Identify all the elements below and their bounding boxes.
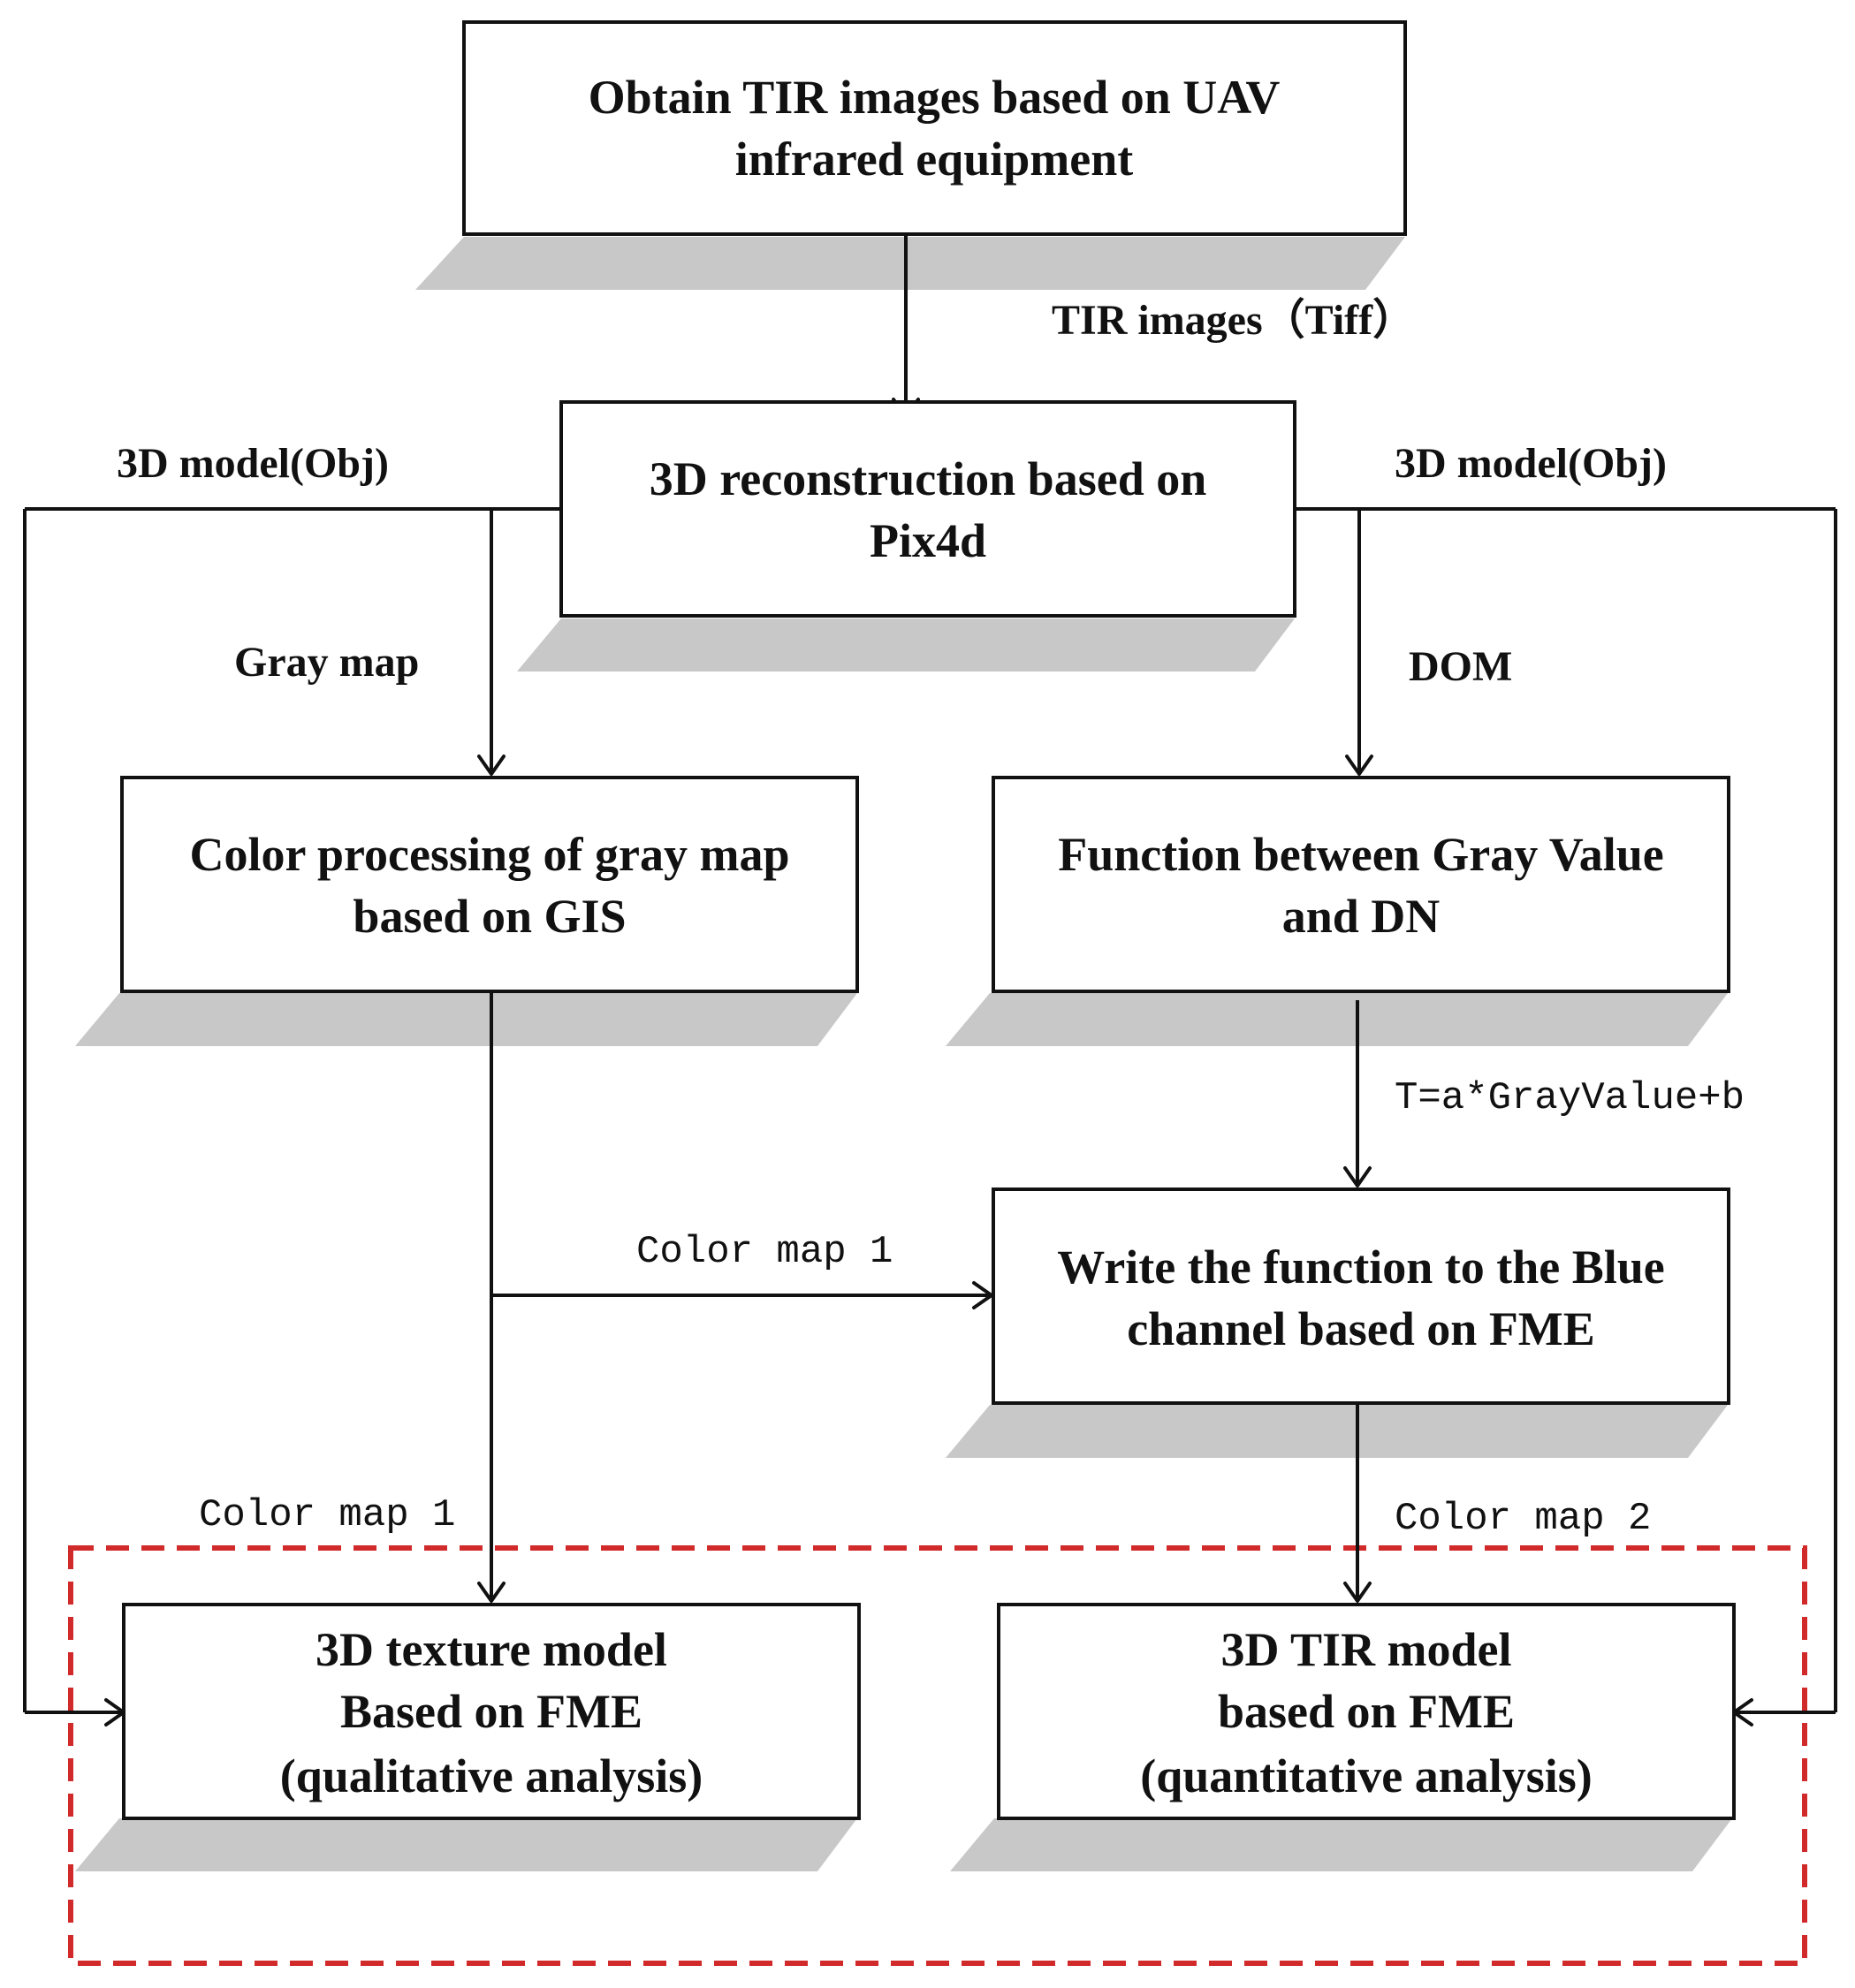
edge-label-color-map-1-left: Color map 1: [199, 1493, 455, 1537]
shadow-color-processing: [75, 993, 857, 1046]
node-tir-model: 3D TIR model based on FME (quantitative …: [997, 1603, 1736, 1820]
shadows: [75, 237, 1732, 1871]
arrowhead-function-top: [1345, 755, 1373, 776]
edge-label-tir-images: TIR images（Tiff）: [1052, 297, 1415, 344]
node-function-gray-dn-box: [992, 776, 1730, 993]
shadow-tir-model: [950, 1818, 1732, 1871]
node-function-gray-dn-line-2: and DN: [1282, 890, 1441, 943]
node-write-function-box: [992, 1187, 1730, 1405]
node-tir-model-line-1: 3D TIR model: [1220, 1623, 1511, 1676]
edge-label-color-map-1-mid: Color map 1: [636, 1230, 893, 1274]
node-obtain-tir-line-1: Obtain TIR images based on UAV: [589, 71, 1281, 124]
edge-label-color-map-2: Color map 2: [1395, 1497, 1651, 1541]
edge-label-model-obj-right: 3D model(Obj): [1395, 440, 1667, 487]
shadow-texture-model: [75, 1818, 857, 1871]
node-texture-model-line-1: 3D texture model: [316, 1623, 667, 1676]
node-texture-model: 3D texture model Based on FME (qualitati…: [122, 1603, 861, 1820]
node-texture-model-box: [122, 1603, 861, 1820]
node-color-processing-line-2: based on GIS: [353, 890, 626, 943]
node-color-processing-line-1: Color processing of gray map: [190, 828, 790, 881]
edge-label-model-obj-left: 3D model(Obj): [117, 440, 389, 487]
shadow-reconstruction: [517, 618, 1295, 672]
shadow-obtain-tir: [415, 237, 1405, 290]
node-reconstruction-box: [559, 400, 1296, 618]
edge-labels: TIR images（Tiff） 3D model(Obj) 3D model(…: [117, 297, 1745, 1541]
node-reconstruction-line-1: 3D reconstruction based on: [650, 452, 1207, 505]
arrowhead-write-function-top: [1343, 1166, 1372, 1187]
node-function-gray-dn-line-1: Function between Gray Value: [1058, 828, 1664, 881]
node-color-processing-box: [120, 776, 859, 993]
edges: [23, 234, 1837, 1726]
node-tir-model-line-3: (quantitative analysis): [1140, 1749, 1593, 1802]
arrowhead-texture-top: [477, 1582, 506, 1603]
node-write-function-line-2: channel based on FME: [1127, 1302, 1595, 1355]
arrowhead-color-processing-top: [477, 755, 506, 776]
node-write-function-line-1: Write the function to the Blue: [1057, 1241, 1664, 1294]
node-color-processing: Color processing of gray map based on GI…: [120, 776, 859, 993]
node-reconstruction: 3D reconstruction based on Pix4d: [559, 400, 1296, 618]
node-write-function: Write the function to the Blue channel b…: [992, 1187, 1730, 1405]
node-texture-model-line-2: Based on FME: [340, 1685, 642, 1738]
edge-label-dom: DOM: [1409, 643, 1512, 690]
edge-label-gray-map: Gray map: [234, 639, 419, 686]
node-reconstruction-line-2: Pix4d: [870, 514, 986, 567]
node-function-gray-dn: Function between Gray Value and DN: [992, 776, 1730, 993]
node-obtain-tir-line-2: infrared equipment: [735, 133, 1134, 186]
shadow-function-gray-dn: [946, 993, 1728, 1046]
output-group-frame: [68, 1545, 1807, 1966]
node-texture-model-line-3: (qualitative analysis): [280, 1749, 703, 1802]
shadow-write-function: [946, 1405, 1728, 1458]
node-tir-model-box: [997, 1603, 1736, 1820]
edge-label-formula: T=a*GrayValue+b: [1395, 1076, 1745, 1120]
node-tir-model-line-2: based on FME: [1218, 1685, 1515, 1738]
node-obtain-tir-box: [462, 20, 1407, 236]
arrowhead-tir-top: [1343, 1582, 1372, 1603]
node-obtain-tir: Obtain TIR images based on UAV infrared …: [462, 20, 1407, 236]
